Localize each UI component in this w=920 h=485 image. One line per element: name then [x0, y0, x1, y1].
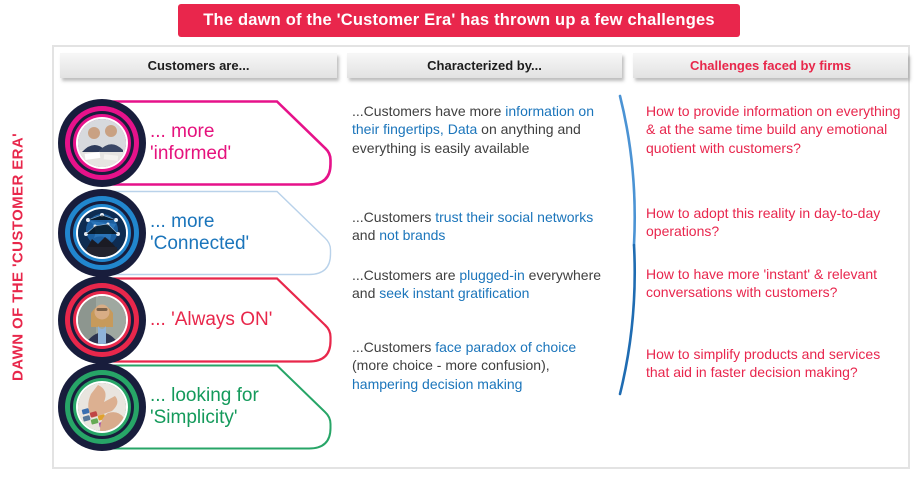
header-challenges: Challenges faced by firms	[633, 53, 908, 78]
businesswoman-photo-icon	[78, 296, 126, 344]
customer-row-informed: ... more 'informed'	[58, 99, 336, 187]
content-panel	[52, 45, 910, 469]
challenge-item-1: How to provide information on everything…	[646, 103, 901, 156]
customer-label: ... more 'Connected'	[150, 210, 250, 254]
business-meeting-photo-icon	[78, 119, 126, 167]
title-banner: The dawn of the 'Customer Era' has throw…	[178, 4, 740, 37]
characterized-item-social: ...Customers trust their social networks…	[352, 209, 594, 244]
banner-shape	[97, 277, 332, 363]
challenge-item-3: How to have more 'instant' & relevant co…	[646, 266, 878, 301]
challenge-item-2: How to adopt this reality in day-to-day …	[646, 205, 881, 240]
title-text: The dawn of the 'Customer Era' has throw…	[203, 11, 715, 29]
global-network-photo-icon	[78, 209, 126, 257]
side-vertical-label: DAWN OF THE 'CUSTOMER ERA'	[9, 132, 27, 382]
header-customers-are: Customers are...	[60, 53, 337, 78]
banner-shape	[97, 364, 332, 450]
banner-shape	[97, 190, 332, 276]
curly-brace-icon	[618, 94, 637, 396]
characterized-item-plugged-in: ...Customers are plugged-in everywhere a…	[352, 267, 602, 302]
customer-row-connected: ... more 'Connected'	[58, 189, 336, 277]
characterized-item-paradox: ...Customers face paradox of choice (mor…	[352, 339, 577, 392]
customer-row-simplicity: ... looking for 'Simplicity'	[58, 363, 336, 451]
customer-label: ... 'Always ON'	[150, 308, 273, 330]
header-characterized-by: Characterized by...	[347, 53, 622, 78]
characterized-item-information: ...Customers have more information on th…	[352, 103, 594, 156]
hands-keyboard-photo-icon	[78, 383, 126, 431]
customer-label: ... more 'informed'	[150, 120, 232, 164]
customer-row-always-on: ... 'Always ON'	[58, 276, 336, 364]
banner-shape	[97, 100, 332, 186]
challenge-item-4: How to simplify products and services th…	[646, 346, 881, 381]
customer-label: ... looking for 'Simplicity'	[150, 384, 259, 428]
